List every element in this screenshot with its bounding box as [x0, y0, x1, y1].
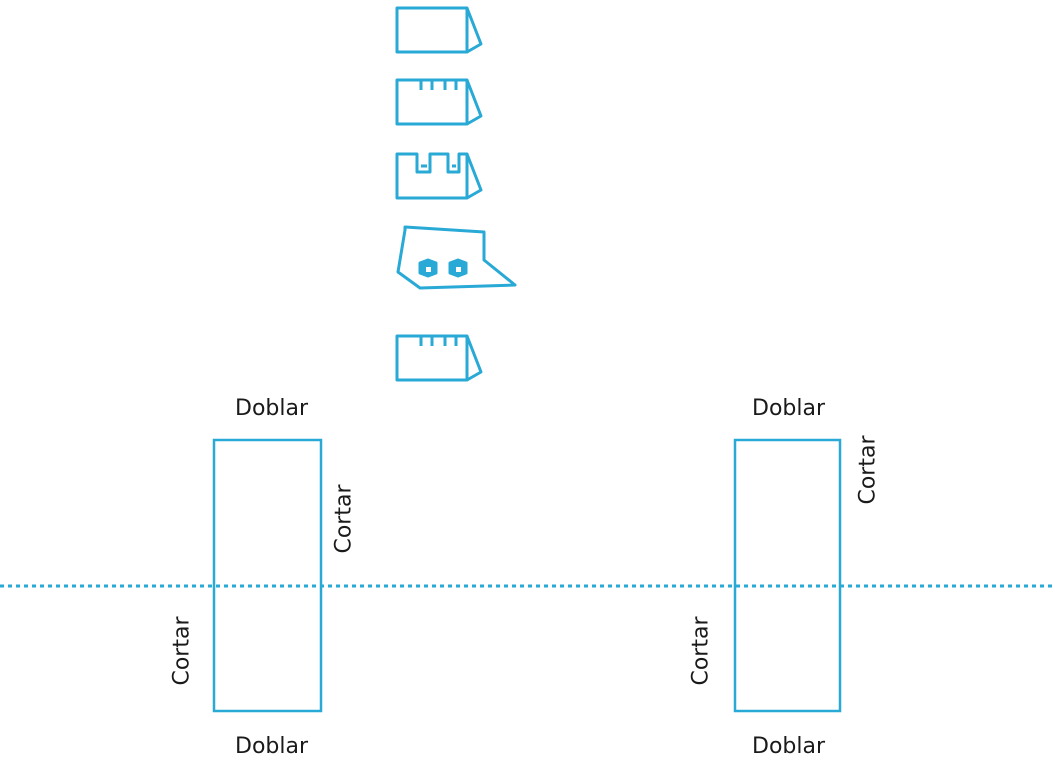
step-1-folded-card-icon — [395, 6, 483, 54]
template-2-left-label: Cortar — [688, 616, 714, 686]
template-1-rectangle — [212, 438, 323, 713]
template-1-left-label: Cortar — [169, 616, 195, 686]
template-2-top-label: Doblar — [752, 396, 826, 421]
template-1-bottom-label: Doblar — [235, 734, 309, 759]
step-2-card-slits-icon — [395, 78, 483, 126]
template-1-right-label: Cortar — [331, 484, 357, 554]
template-1-top-label: Doblar — [235, 396, 309, 421]
step-3-card-cutouts-icon — [395, 152, 483, 200]
step-4-card-popup-icon — [396, 225, 517, 290]
template-2-right-label: Cortar — [855, 435, 881, 505]
template-2-bottom-label: Doblar — [752, 734, 826, 759]
template-2-rectangle — [733, 438, 842, 713]
step-5-card-slits-icon — [395, 334, 483, 382]
